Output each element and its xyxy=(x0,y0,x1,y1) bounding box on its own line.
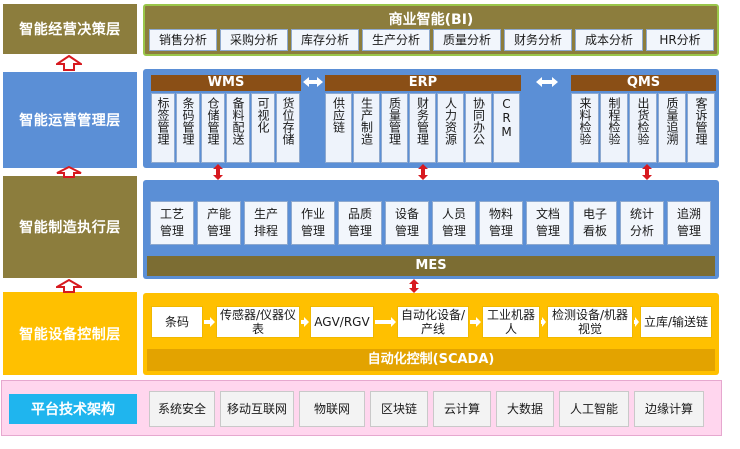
erp-item: CRM xyxy=(493,93,520,163)
bi-item: 销售分析 xyxy=(149,29,217,51)
right-arrow-icon xyxy=(470,317,481,327)
wms-item-label: 仓储管理 xyxy=(206,97,220,145)
mes-item: 产能管理 xyxy=(197,201,241,245)
scada-item: 自动化设备/产线 xyxy=(397,306,469,338)
erp-item-label: 协同办公 xyxy=(471,97,486,145)
wms-item: 仓储管理 xyxy=(201,93,225,163)
platform-item: 云计算 xyxy=(433,391,491,427)
up-arrow-icon xyxy=(56,166,82,178)
scada-title-bar: 自动化控制(SCADA) xyxy=(147,349,715,371)
erp-item: 生产制造 xyxy=(353,93,380,163)
scada-item: 检测设备/机器视觉 xyxy=(547,306,633,338)
platform-item: 移动互联网 xyxy=(220,391,294,427)
qms-item: 来料检验 xyxy=(571,93,599,163)
wms-item-label: 可视化 xyxy=(256,97,270,133)
mes-item: 文档管理 xyxy=(526,201,570,245)
scada-item: AGV/RGV xyxy=(310,306,374,338)
qms-item-label: 质量追溯 xyxy=(665,97,679,145)
wms-item: 可视化 xyxy=(251,93,275,163)
layer-device-label: 智能设备控制层 xyxy=(3,292,137,375)
wms-item: 标签管理 xyxy=(151,93,175,163)
qms-item: 出货检验 xyxy=(629,93,657,163)
mes-item: 物料管理 xyxy=(479,201,523,245)
vertical-arrow-icon xyxy=(213,164,223,180)
erp-item: 质量管理 xyxy=(381,93,408,163)
scada-item: 工业机器人 xyxy=(482,306,540,338)
qms-item-label: 制程检验 xyxy=(607,97,621,145)
erp-title-bar: ERP xyxy=(325,75,521,91)
qms-item-label: 出货检验 xyxy=(636,97,650,145)
mes-item: 设备管理 xyxy=(385,201,429,245)
layer-manufacturing-label: 智能制造执行层 xyxy=(3,176,137,278)
wms-item: 货位存储 xyxy=(276,93,300,163)
bi-item: 财务分析 xyxy=(504,29,572,51)
mes-item: 工艺管理 xyxy=(150,201,194,245)
erp-item: 协同办公 xyxy=(465,93,492,163)
erp-item-label: 财务管理 xyxy=(415,97,430,145)
mes-item: 生产排程 xyxy=(244,201,288,245)
qms-title-bar: QMS xyxy=(571,75,716,91)
scada-item: 条码 xyxy=(151,306,203,338)
erp-item-label: 供应链 xyxy=(331,97,346,133)
layer-decision-label: 智能经营决策层 xyxy=(3,4,137,54)
wms-item-label: 标签管理 xyxy=(156,97,170,145)
qms-item-label: 客诉管理 xyxy=(694,97,708,145)
erp-item-label: CRM xyxy=(499,97,514,139)
bi-item: HR分析 xyxy=(646,29,714,51)
mes-item: 作业管理 xyxy=(291,201,335,245)
mes-item: 电子看板 xyxy=(573,201,617,245)
wms-item: 条码管理 xyxy=(176,93,200,163)
bi-title: 商业智能(BI) xyxy=(388,12,474,28)
erp-item: 供应链 xyxy=(325,93,352,163)
mes-item: 统计分析 xyxy=(620,201,664,245)
vertical-arrow-icon xyxy=(642,164,652,180)
platform-item: 系统安全 xyxy=(149,391,215,427)
right-arrow-icon xyxy=(301,317,309,327)
up-arrow-icon xyxy=(56,279,82,293)
scada-item: 立库/输送链 xyxy=(640,306,712,338)
platform-item: 物联网 xyxy=(299,391,365,427)
scada-item: 传感器/仪器仪表 xyxy=(216,306,300,338)
platform-label: 平台技术架构 xyxy=(9,394,137,424)
right-arrow-icon xyxy=(204,317,215,327)
bidirectional-arrow-icon xyxy=(303,77,323,87)
mes-item: 追溯管理 xyxy=(667,201,711,245)
wms-item-label: 货位存储 xyxy=(281,97,295,145)
mes-title-bar: MES xyxy=(147,256,715,276)
qms-item: 质量追溯 xyxy=(658,93,686,163)
right-arrow-icon xyxy=(634,317,639,327)
wms-item-label: 备料配送 xyxy=(231,97,245,145)
bi-item: 质量分析 xyxy=(433,29,501,51)
erp-item: 人力资源 xyxy=(437,93,464,163)
mes-item: 品质管理 xyxy=(338,201,382,245)
right-arrow-icon xyxy=(541,317,546,327)
platform-item: 人工智能 xyxy=(559,391,629,427)
erp-item: 财务管理 xyxy=(409,93,436,163)
vertical-arrow-icon xyxy=(409,279,419,293)
bi-item: 采购分析 xyxy=(220,29,288,51)
erp-item-label: 人力资源 xyxy=(443,97,458,145)
qms-item-label: 来料检验 xyxy=(578,97,592,145)
erp-item-label: 质量管理 xyxy=(387,97,402,145)
up-arrow-icon xyxy=(56,55,82,71)
platform-item: 区块链 xyxy=(370,391,428,427)
mes-item: 人员管理 xyxy=(432,201,476,245)
qms-item: 制程检验 xyxy=(600,93,628,163)
bi-item: 成本分析 xyxy=(575,29,643,51)
platform-item: 边缘计算 xyxy=(634,391,704,427)
bi-item: 生产分析 xyxy=(362,29,430,51)
platform-item: 大数据 xyxy=(496,391,554,427)
erp-item-label: 生产制造 xyxy=(359,97,374,145)
qms-item: 客诉管理 xyxy=(687,93,715,163)
wms-title-bar: WMS xyxy=(151,75,301,91)
wms-item: 备料配送 xyxy=(226,93,250,163)
vertical-arrow-icon xyxy=(418,164,428,180)
layer-operation-label: 智能运营管理层 xyxy=(3,72,137,168)
bidirectional-arrow-icon xyxy=(536,77,558,87)
bi-item: 库存分析 xyxy=(291,29,359,51)
wms-item-label: 条码管理 xyxy=(181,97,195,145)
right-arrow-icon xyxy=(375,317,396,327)
